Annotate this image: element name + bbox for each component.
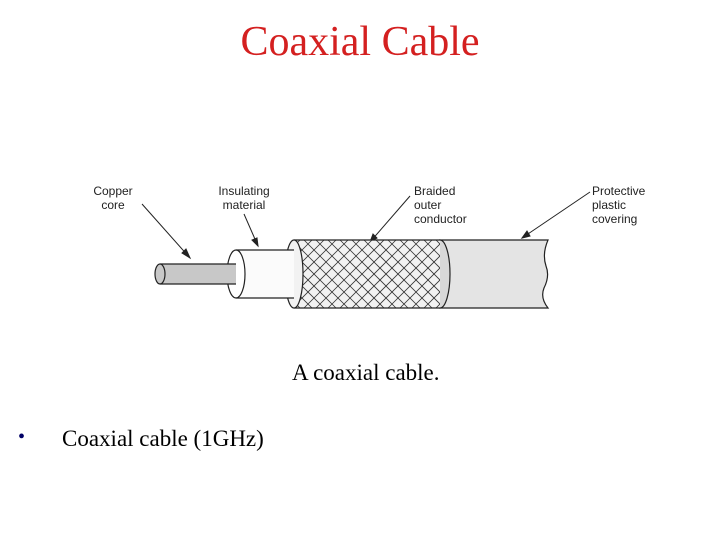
label-protective-plastic-covering: Protective plastic covering [592, 184, 646, 226]
svg-text:Insulating: Insulating [218, 184, 269, 198]
label-copper-core: Copper core [93, 184, 132, 212]
slide-title: Coaxial Cable [240, 19, 480, 65]
svg-text:plastic: plastic [592, 198, 626, 212]
svg-text:Copper: Copper [93, 184, 132, 198]
pointer-arrows [141, 191, 591, 260]
insulating-layer [226, 249, 294, 299]
svg-text:material: material [223, 198, 266, 212]
bullet-text: Coaxial cable (1GHz) [62, 426, 264, 451]
figure-caption: A coaxial cable. [292, 360, 440, 385]
coaxial-cable-diagram: Copper core Insulating material Braided … [93, 184, 646, 309]
svg-text:Braided: Braided [414, 184, 455, 198]
svg-text:conductor: conductor [414, 212, 467, 226]
svg-text:core: core [101, 198, 125, 212]
label-insulating-material: Insulating material [218, 184, 269, 212]
svg-text:outer: outer [414, 198, 441, 212]
svg-text:covering: covering [592, 212, 637, 226]
svg-text:Protective: Protective [592, 184, 646, 198]
label-braided-outer-conductor: Braided outer conductor [414, 184, 467, 226]
bullet-marker: • [18, 426, 26, 448]
protective-covering [429, 239, 550, 309]
copper-core [154, 263, 236, 285]
